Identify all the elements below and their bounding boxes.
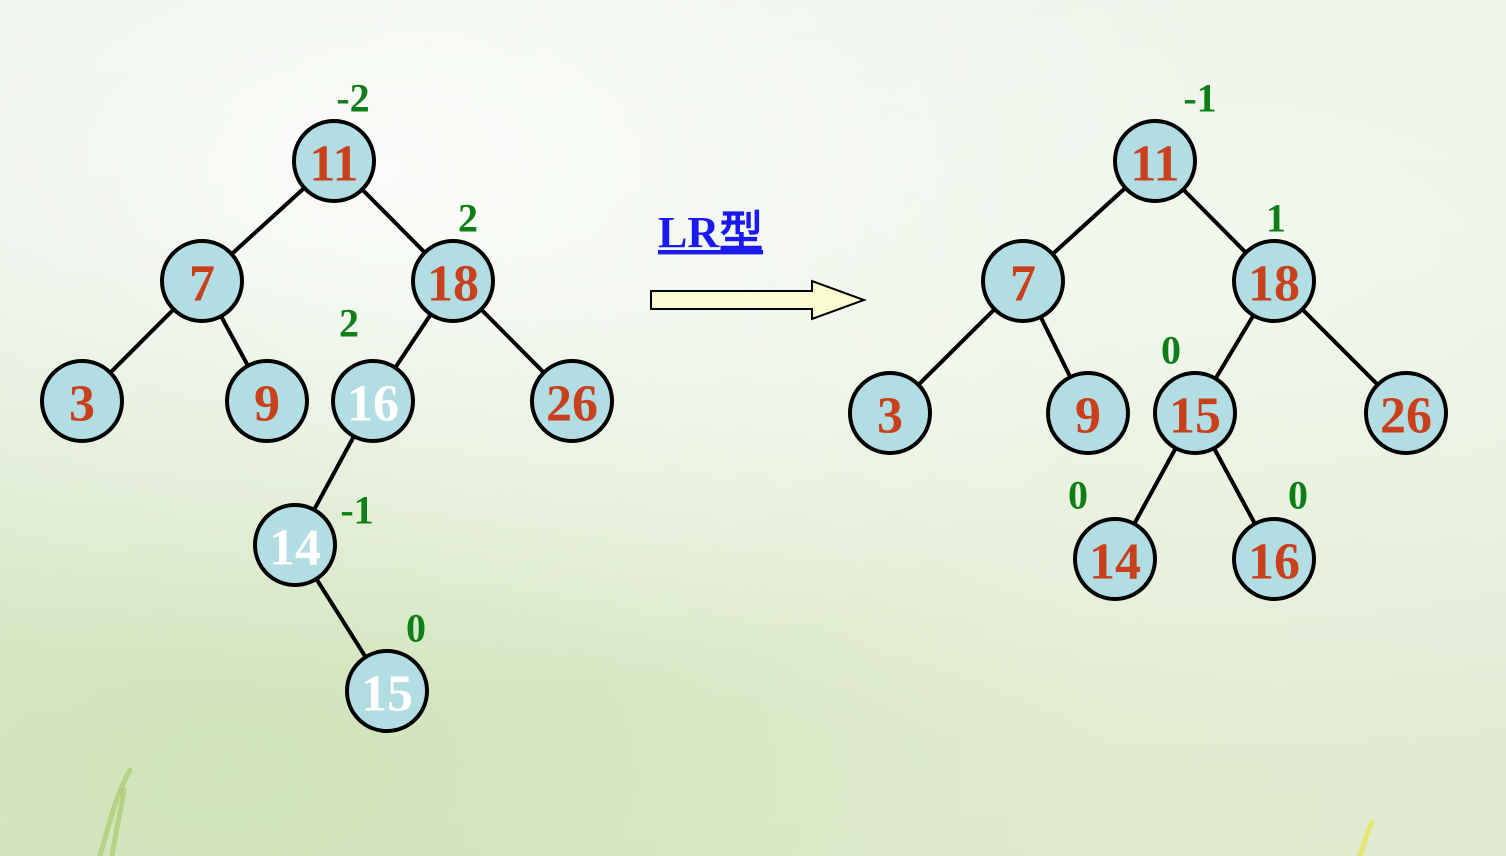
node-value-label: 14 bbox=[1089, 534, 1141, 591]
node-value-label: 18 bbox=[427, 256, 479, 313]
before-node-7: 7 bbox=[160, 239, 244, 323]
node-circle bbox=[1073, 517, 1157, 601]
node-value-label: 9 bbox=[1075, 388, 1101, 445]
node-circle bbox=[1113, 119, 1197, 203]
node-circle bbox=[1232, 517, 1316, 601]
balance-factor-label: 2 bbox=[339, 301, 359, 346]
before-node-9: 9 bbox=[225, 359, 309, 443]
balance-factor-label: 1 bbox=[1266, 196, 1286, 241]
after-node-3: 3 bbox=[848, 371, 932, 455]
after-node-7: 7 bbox=[981, 239, 1065, 323]
node-circle bbox=[331, 359, 415, 443]
node-value-label: 16 bbox=[347, 376, 399, 433]
after-tree-edges bbox=[888, 159, 1408, 560]
balance-factor-label: 0 bbox=[1288, 473, 1308, 518]
node-value-label: 7 bbox=[189, 256, 215, 313]
balance-factor-label: -1 bbox=[340, 488, 373, 533]
balance-factor-label: 0 bbox=[1068, 473, 1088, 518]
node-value-label: 3 bbox=[69, 376, 95, 433]
node-value-label: 9 bbox=[254, 376, 280, 433]
node-circle bbox=[1046, 371, 1130, 455]
node-circle bbox=[530, 359, 614, 443]
node-circle bbox=[225, 359, 309, 443]
balance-factor-label: 0 bbox=[406, 606, 426, 651]
node-circle bbox=[345, 649, 429, 733]
after-node-11: 11-1 bbox=[1113, 76, 1217, 203]
node-value-label: 26 bbox=[546, 376, 598, 433]
node-circle bbox=[848, 371, 932, 455]
node-circle bbox=[981, 239, 1065, 323]
balance-factor-label: -1 bbox=[1183, 76, 1216, 121]
node-value-label: 16 bbox=[1248, 534, 1300, 591]
rotation-arrow bbox=[650, 279, 867, 321]
after-node-16: 160 bbox=[1232, 473, 1316, 601]
node-circle bbox=[160, 239, 244, 323]
background-grass bbox=[97, 767, 1375, 856]
before-tree-edges bbox=[80, 159, 574, 693]
after-node-15: 150 bbox=[1153, 328, 1237, 455]
node-value-label: 15 bbox=[1169, 388, 1221, 445]
after-node-26: 26 bbox=[1364, 371, 1448, 455]
before-node-26: 26 bbox=[530, 359, 614, 443]
node-value-label: 11 bbox=[309, 136, 358, 193]
node-value-label: 14 bbox=[269, 520, 321, 577]
balance-factor-label: 2 bbox=[458, 196, 478, 241]
node-value-label: 7 bbox=[1010, 256, 1036, 313]
after-node-18: 181 bbox=[1232, 196, 1316, 323]
after-node-14: 140 bbox=[1068, 473, 1157, 601]
node-circle bbox=[1153, 371, 1237, 455]
before-node-3: 3 bbox=[40, 359, 124, 443]
before-node-14: 14 -1 bbox=[253, 488, 374, 587]
node-circle bbox=[1232, 239, 1316, 323]
node-circle bbox=[253, 503, 337, 587]
before-node-18: 182 bbox=[411, 196, 495, 323]
balance-factor-label: 0 bbox=[1161, 328, 1181, 373]
rotation-type-label: LR型 bbox=[658, 208, 763, 257]
balance-factor-label: -2 bbox=[336, 76, 369, 121]
node-value-label: 3 bbox=[877, 388, 903, 445]
node-value-label: 26 bbox=[1380, 388, 1432, 445]
node-circle bbox=[1364, 371, 1448, 455]
node-value-label: 11 bbox=[1130, 136, 1179, 193]
node-value-label: 18 bbox=[1248, 256, 1300, 313]
before-node-16: 16 2 bbox=[331, 301, 415, 443]
node-circle bbox=[292, 119, 376, 203]
after-node-9: 9 bbox=[1046, 371, 1130, 455]
node-circle bbox=[40, 359, 124, 443]
node-circle bbox=[411, 239, 495, 323]
before-node-15: 150 bbox=[345, 606, 429, 733]
before-node-11: 11-2 bbox=[292, 76, 376, 203]
node-value-label: 15 bbox=[361, 666, 413, 723]
